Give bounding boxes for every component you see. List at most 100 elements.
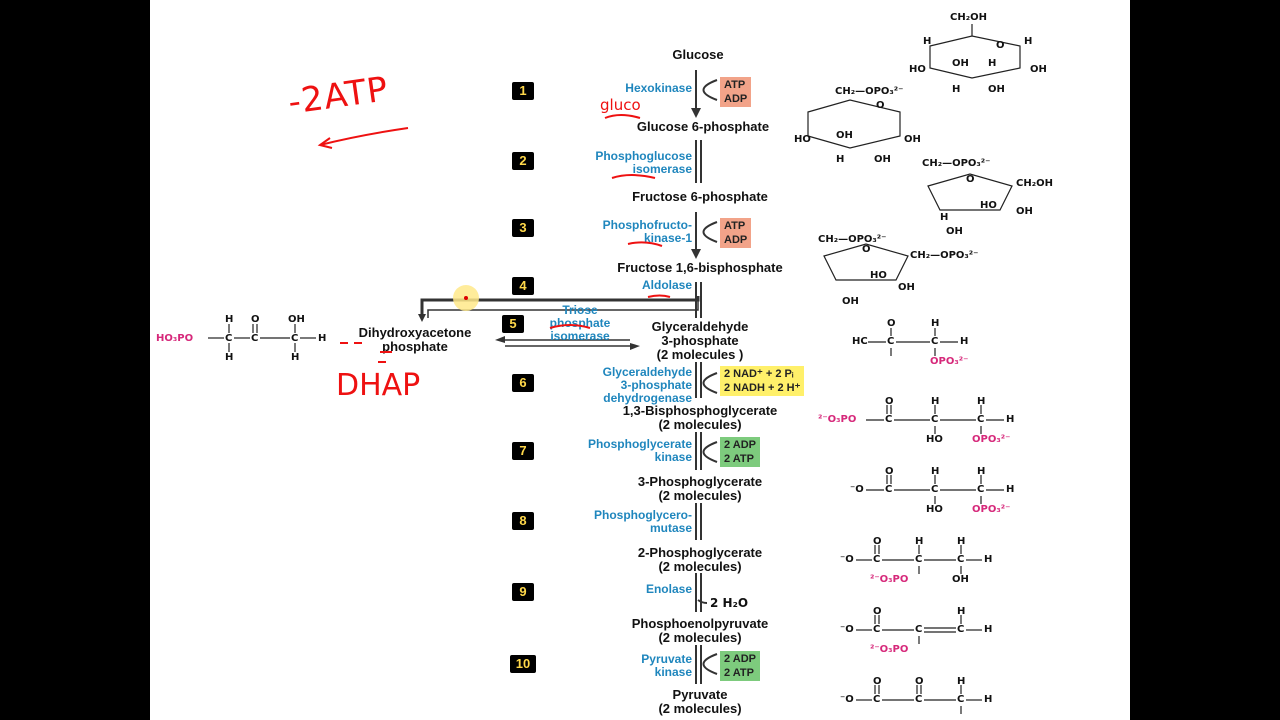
gap-h2: H [960, 336, 969, 347]
glucose-h2: H [1024, 36, 1033, 47]
bpg-h3: H [1006, 414, 1015, 425]
e10-line-2: kinase [654, 665, 692, 679]
bpg-h1: H [931, 396, 940, 407]
pg2-line-1: 2-Phosphoglycerate [637, 545, 763, 560]
pep-carboxylate: ⁻O [840, 624, 854, 635]
pyr-line-2: (2 molecules) [658, 701, 742, 716]
e5-line-2: phosphate [549, 316, 611, 330]
bpg-o: O [885, 396, 894, 407]
adp-label: 2 ADP [724, 653, 756, 665]
atp-label: ATP [724, 79, 746, 91]
metabolite-fructose-6-phosphate: Fructose 6-phosphate [632, 189, 768, 204]
gap-c2: C [931, 336, 939, 347]
cofactor-box-step7: 2 ADP 2 ATP [720, 437, 760, 467]
pep-c2: C [915, 624, 923, 635]
pg3-h2: H [977, 466, 986, 477]
dhap-h-top: H [225, 314, 234, 325]
adp-label: ADP [724, 234, 748, 246]
g6p-h: H [836, 154, 845, 165]
g6p-ho: HO [794, 134, 811, 145]
glucose-h3: H [988, 58, 997, 69]
bpg-ho: HO [926, 434, 943, 445]
glycolysis-diagram: Glucose Glucose 6-phosphate Fructose 6-p… [150, 0, 1130, 720]
enzyme-phosphoglycerate-kinase: Phosphoglycerate kinase [530, 438, 692, 464]
pg2-carboxylate: ⁻O [840, 554, 854, 565]
pyr-c1: C [873, 694, 881, 705]
pyr-o2: O [915, 676, 924, 687]
g6p-oh1: OH [836, 130, 853, 141]
pyr-h2: H [984, 694, 993, 705]
gap-c1: C [887, 336, 895, 347]
metabolite-dihydroxyacetone-phosphate: Dihydroxyacetone phosphate [335, 326, 495, 354]
glucose-h4: H [952, 84, 961, 95]
f6p-ch2oh: CH₂OH [1016, 178, 1053, 189]
enzyme-pyruvate-kinase: Pyruvate kinase [550, 653, 692, 679]
step-number-9: 9 [512, 583, 534, 601]
adp-label: 2 ADP [724, 439, 756, 451]
pyr-h1: H [957, 676, 966, 687]
atp-label: 2 ATP [724, 667, 754, 679]
enzyme-hexokinase: Hexokinase [625, 81, 692, 95]
enzyme-phosphofructokinase-1: Phosphofructo- kinase-1 [530, 219, 692, 245]
dhap-line-1: Dihydroxyacetone [358, 325, 472, 340]
pg2-c3: C [957, 554, 965, 565]
e10-line-1: Pyruvate [641, 652, 692, 666]
glucose-oh2: OH [1030, 64, 1047, 75]
e7-line-2: kinase [654, 450, 692, 464]
glucose-ho: HO [909, 64, 926, 75]
pep-o: O [873, 606, 882, 617]
step-number-2: 2 [512, 152, 534, 170]
e8-line-1: Phosphoglycero- [593, 508, 692, 522]
e3-line-1: Phosphofructo- [602, 218, 692, 232]
f16bp-ho: HO [870, 270, 887, 281]
atp-label: 2 ATP [724, 453, 754, 465]
enzyme-enolase: Enolase [645, 582, 692, 596]
enzyme-phosphoglucose-isomerase: Phosphoglucose isomerase [530, 150, 692, 176]
glucose-h1: H [923, 36, 932, 47]
g6p-oh3: OH [874, 154, 891, 165]
pyr-carboxylate: ⁻O [840, 694, 854, 705]
e8-line-2: mutase [649, 521, 692, 535]
f6p-oh2: OH [946, 226, 963, 237]
step-number-10: 10 [510, 655, 536, 673]
f6p-h: H [940, 212, 949, 223]
e5-line-3: isomerase [550, 329, 610, 343]
pep-line-1: Phosphoenolpyruvate [631, 616, 769, 631]
pg2-h2: H [957, 536, 966, 547]
enzyme-aldolase: Aldolase [641, 278, 692, 292]
handwritten-gluco: gluco [600, 96, 641, 114]
pg3-line-2: (2 molecules) [658, 488, 742, 503]
enzyme-phosphoglyceromutase: Phosphoglycero- mutase [530, 509, 692, 535]
glucose-ch2oh: CH₂OH [950, 12, 987, 23]
bpg-h2: H [977, 396, 986, 407]
pg3-carboxylate: ⁻O [850, 484, 864, 495]
cofactor-box-step10: 2 ADP 2 ATP [720, 651, 760, 681]
pyr-line-1: Pyruvate [672, 687, 728, 702]
nad-label: 2 NAD⁺ + 2 Pᵢ [724, 368, 794, 380]
gap-opo3: OPO₃²⁻ [930, 356, 969, 367]
enzyme-gapdh: Glyceraldehyde 3-phosphate dehydrogenase [530, 366, 692, 405]
pg3-opo3: OPO₃²⁻ [972, 504, 1011, 515]
pg2-h1: H [915, 536, 924, 547]
f6p-ch2-opo3: CH₂—OPO₃²⁻ [922, 158, 991, 169]
metabolite-pyruvate: Pyruvate (2 molecules) [630, 688, 770, 716]
metabolite-glucose-6-phosphate: Glucose 6-phosphate [636, 119, 770, 134]
bpg-o3po: ²⁻O₃PO [818, 414, 857, 425]
pep-h2: H [984, 624, 993, 635]
pg2-h3: H [984, 554, 993, 565]
pg2-c2: C [915, 554, 923, 565]
metabolite-glyceraldehyde-3-phosphate: Glyceraldehyde 3-phosphate (2 molecules … [620, 320, 780, 362]
atp-label: ATP [724, 220, 746, 232]
f16bp-ch2-opo3-right: CH₂—OPO₃²⁻ [910, 250, 979, 261]
metabolite-3-phosphoglycerate: 3-Phosphoglycerate (2 molecules) [600, 475, 800, 503]
g6p-ring-o: O [876, 100, 885, 111]
pyr-o1: O [873, 676, 882, 687]
f6p-oh: OH [1016, 206, 1033, 217]
g6p-oh2: OH [904, 134, 921, 145]
bpg-line-2: (2 molecules) [658, 417, 742, 432]
pg3-c2: C [931, 484, 939, 495]
f16bp-ch2-opo3-left: CH₂—OPO₃²⁻ [818, 234, 887, 245]
dhap-c1: C [225, 333, 233, 344]
bpg-c3: C [977, 414, 985, 425]
pep-c3: C [957, 624, 965, 635]
